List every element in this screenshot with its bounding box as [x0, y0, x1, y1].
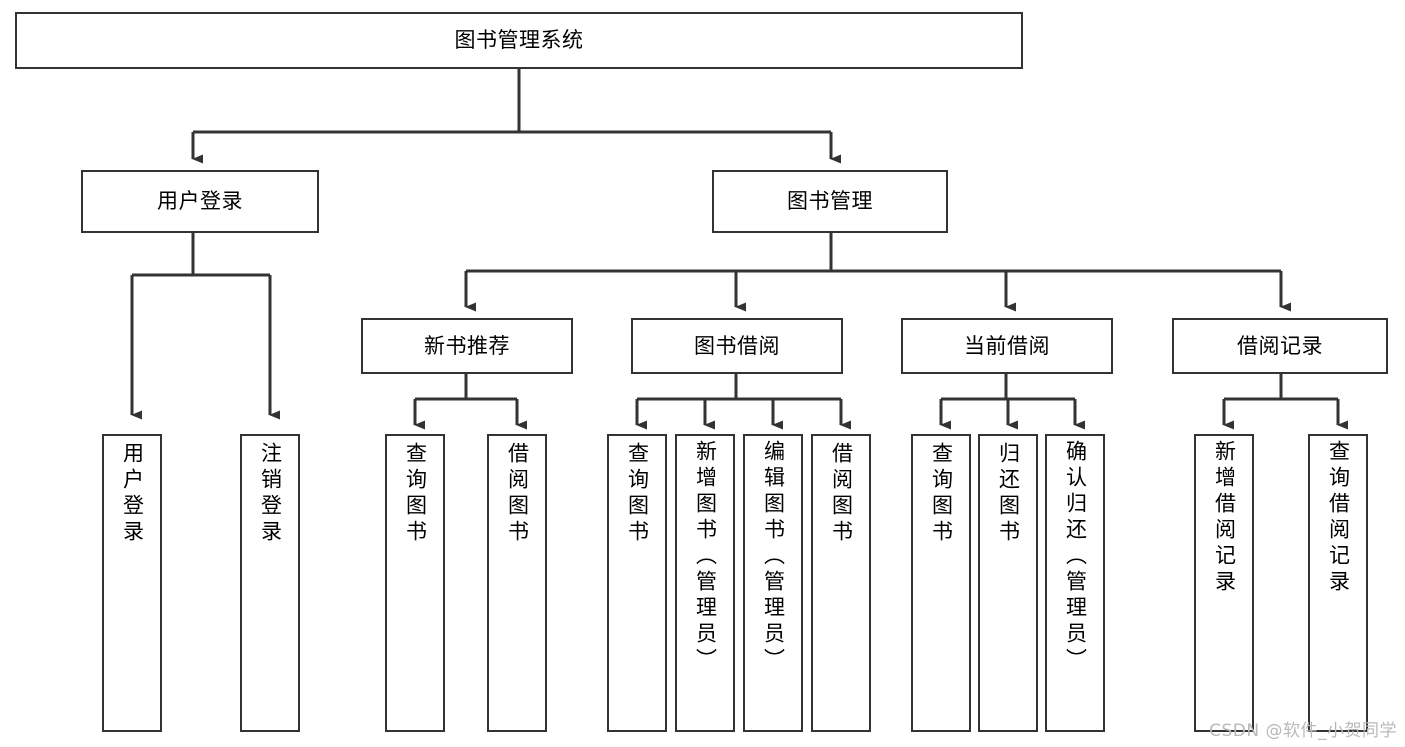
- node-label: 借阅图书: [505, 442, 530, 546]
- node-label: 确认归还（管理员）: [1063, 440, 1088, 674]
- leaf-borrow-record-add-record[interactable]: 新增借阅记录: [1194, 434, 1254, 732]
- node-new-book-recommend[interactable]: 新书推荐: [361, 318, 573, 374]
- node-borrow-record[interactable]: 借阅记录: [1172, 318, 1388, 374]
- node-label: 新增图书（管理员）: [693, 440, 718, 674]
- node-label: 用户登录: [157, 189, 243, 214]
- edge-book-borrow-to-leaves: [635, 374, 851, 430]
- node-root-library-management-system[interactable]: 图书管理系统: [15, 12, 1023, 69]
- node-user-login[interactable]: 用户登录: [81, 170, 319, 233]
- edge-root-to-level2: [191, 69, 841, 164]
- leaf-current-borrow-return-book[interactable]: 归还图书: [978, 434, 1038, 732]
- node-label: 新增借阅记录: [1212, 440, 1237, 596]
- leaf-current-borrow-confirm-return-admin[interactable]: 确认归还（管理员）: [1045, 434, 1105, 732]
- leaf-user-login-logout[interactable]: 注销登录: [240, 434, 300, 732]
- leaf-new-book-borrow-book[interactable]: 借阅图书: [487, 434, 547, 732]
- node-current-borrow[interactable]: 当前借阅: [901, 318, 1113, 374]
- csdn-watermark: CSDN @软件_小贺同学: [1209, 721, 1397, 741]
- node-label: 借阅图书: [829, 442, 854, 546]
- node-label: 查询图书: [625, 442, 650, 546]
- node-book-borrow[interactable]: 图书借阅: [631, 318, 843, 374]
- node-label: 归还图书: [996, 442, 1021, 546]
- edge-current-borrow-to-leaves: [939, 374, 1085, 430]
- node-book-management[interactable]: 图书管理: [712, 170, 948, 233]
- node-label: 查询图书: [403, 442, 428, 546]
- node-label: 新书推荐: [424, 333, 510, 358]
- node-label: 图书借阅: [694, 333, 780, 358]
- edge-new-book-recommend-to-leaves: [413, 374, 527, 430]
- node-label: 图书管理: [787, 189, 873, 214]
- leaf-book-borrow-edit-book-admin[interactable]: 编辑图书（管理员）: [743, 434, 803, 732]
- leaf-current-borrow-query-book[interactable]: 查询图书: [911, 434, 971, 732]
- leaf-borrow-record-query-record[interactable]: 查询借阅记录: [1308, 434, 1368, 732]
- leaf-new-book-query-book[interactable]: 查询图书: [385, 434, 445, 732]
- edge-book-manage-to-level3: [464, 233, 1291, 312]
- edge-borrow-record-to-leaves: [1222, 374, 1348, 430]
- leaf-book-borrow-query-book[interactable]: 查询图书: [607, 434, 667, 732]
- leaf-book-borrow-add-book-admin[interactable]: 新增图书（管理员）: [675, 434, 735, 732]
- node-label: 图书管理系统: [454, 28, 584, 53]
- node-label: 查询借阅记录: [1326, 440, 1351, 596]
- node-label: 当前借阅: [964, 333, 1050, 358]
- node-label: 编辑图书（管理员）: [761, 440, 786, 674]
- node-label: 用户登录: [120, 442, 145, 546]
- leaf-user-login-login[interactable]: 用户登录: [102, 434, 162, 732]
- node-label: 查询图书: [929, 442, 954, 546]
- edge-user-login-to-leaves: [130, 233, 280, 420]
- node-label: 注销登录: [258, 442, 283, 546]
- node-label: 借阅记录: [1237, 333, 1323, 358]
- leaf-book-borrow-borrow-book[interactable]: 借阅图书: [811, 434, 871, 732]
